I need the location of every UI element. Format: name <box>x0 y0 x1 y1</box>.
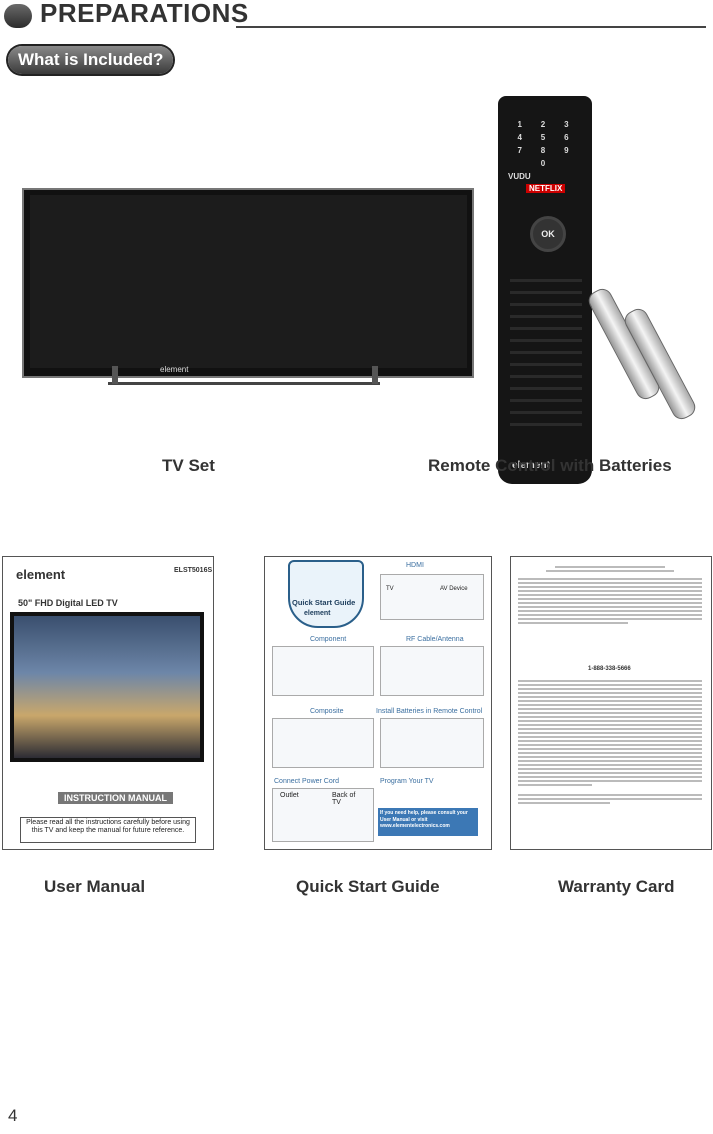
qsg-av-label: AV Device <box>440 586 468 592</box>
tv-stand <box>108 382 380 385</box>
qsg-diagram <box>380 718 484 768</box>
qsg-shield <box>288 560 364 628</box>
qsg-tv-label: TV <box>386 586 394 592</box>
qsg-diagram <box>380 646 484 696</box>
qsg-diagram <box>272 788 374 842</box>
qsg-section: RF Cable/Antenna <box>406 636 464 643</box>
qsg-section: Component <box>310 636 347 643</box>
qsg-back-label: Back of TV <box>332 792 356 806</box>
qsg-outlet-label: Outlet <box>280 792 299 799</box>
tv-logo: element <box>160 365 189 374</box>
remote-key: 6 <box>564 133 569 142</box>
page-title: PREPARATIONS <box>40 0 249 28</box>
manual-tv-photo <box>10 612 204 762</box>
manual-model: ELST5016S <box>174 567 213 574</box>
remote-caption: Remote Control with Batteries <box>428 456 672 475</box>
manual-subtitle: 50" FHD Digital LED TV <box>18 598 118 608</box>
warranty-phone: 1-888-338-5666 <box>588 666 631 672</box>
qsg-section: Connect Power Cord <box>274 778 339 785</box>
remote-key: 1 <box>517 120 522 129</box>
header-decoration <box>4 4 32 28</box>
manual-logo: element <box>16 567 66 582</box>
qsg-logo: element <box>304 610 331 617</box>
qsg-help-box: If you need help, please consult your Us… <box>378 808 478 836</box>
remote-key: 2 <box>540 120 546 129</box>
qsg-title: Quick Start Guide <box>292 598 356 607</box>
remote-ok-button: OK <box>530 216 566 252</box>
warranty-caption: Warranty Card <box>558 877 675 896</box>
remote-brand-label: NETFLIX <box>526 184 566 193</box>
tv-foot-left <box>112 366 118 384</box>
qsg-section: Composite <box>310 708 344 715</box>
qsg-section: Install Batteries in Remote Control <box>376 708 483 715</box>
remote-button-rows <box>510 270 582 430</box>
qsg-section: HDMI <box>406 562 424 569</box>
remote-key: 0 <box>540 159 546 168</box>
section-badge: What is Included? <box>8 46 174 74</box>
remote-key: 7 <box>517 146 522 155</box>
qsg-diagram <box>272 718 374 768</box>
remote-key: 4 <box>517 133 522 142</box>
warranty-text-block <box>518 566 702 626</box>
qsg-section: Program Your TV <box>380 778 434 785</box>
qsg-diagram <box>272 646 374 696</box>
tv-foot-right <box>372 366 378 384</box>
remote-key: 9 <box>564 146 569 155</box>
warranty-text-block <box>518 680 702 806</box>
manual-caption: User Manual <box>44 877 146 896</box>
remote-key: 5 <box>540 133 546 142</box>
manual-note: Please read all the instructions careful… <box>20 817 196 843</box>
remote-key: 8 <box>540 146 546 155</box>
manual-instruction-label: INSTRUCTION MANUAL <box>58 792 173 804</box>
tv-screen <box>30 195 467 368</box>
remote-logo: element <box>512 460 550 471</box>
remote-key: 3 <box>564 120 569 129</box>
warranty-card <box>510 556 712 850</box>
tv-caption: TV Set <box>162 456 215 475</box>
page-number: 4 <box>8 1106 18 1125</box>
header-rule <box>236 26 706 28</box>
qsg-caption: Quick Start Guide <box>296 877 440 896</box>
qsg-diagram <box>380 574 484 620</box>
remote-keypad: 1 2 3 4 5 6 7 8 9 0 <box>508 120 578 168</box>
remote-brand-label: VUDU <box>508 172 531 181</box>
